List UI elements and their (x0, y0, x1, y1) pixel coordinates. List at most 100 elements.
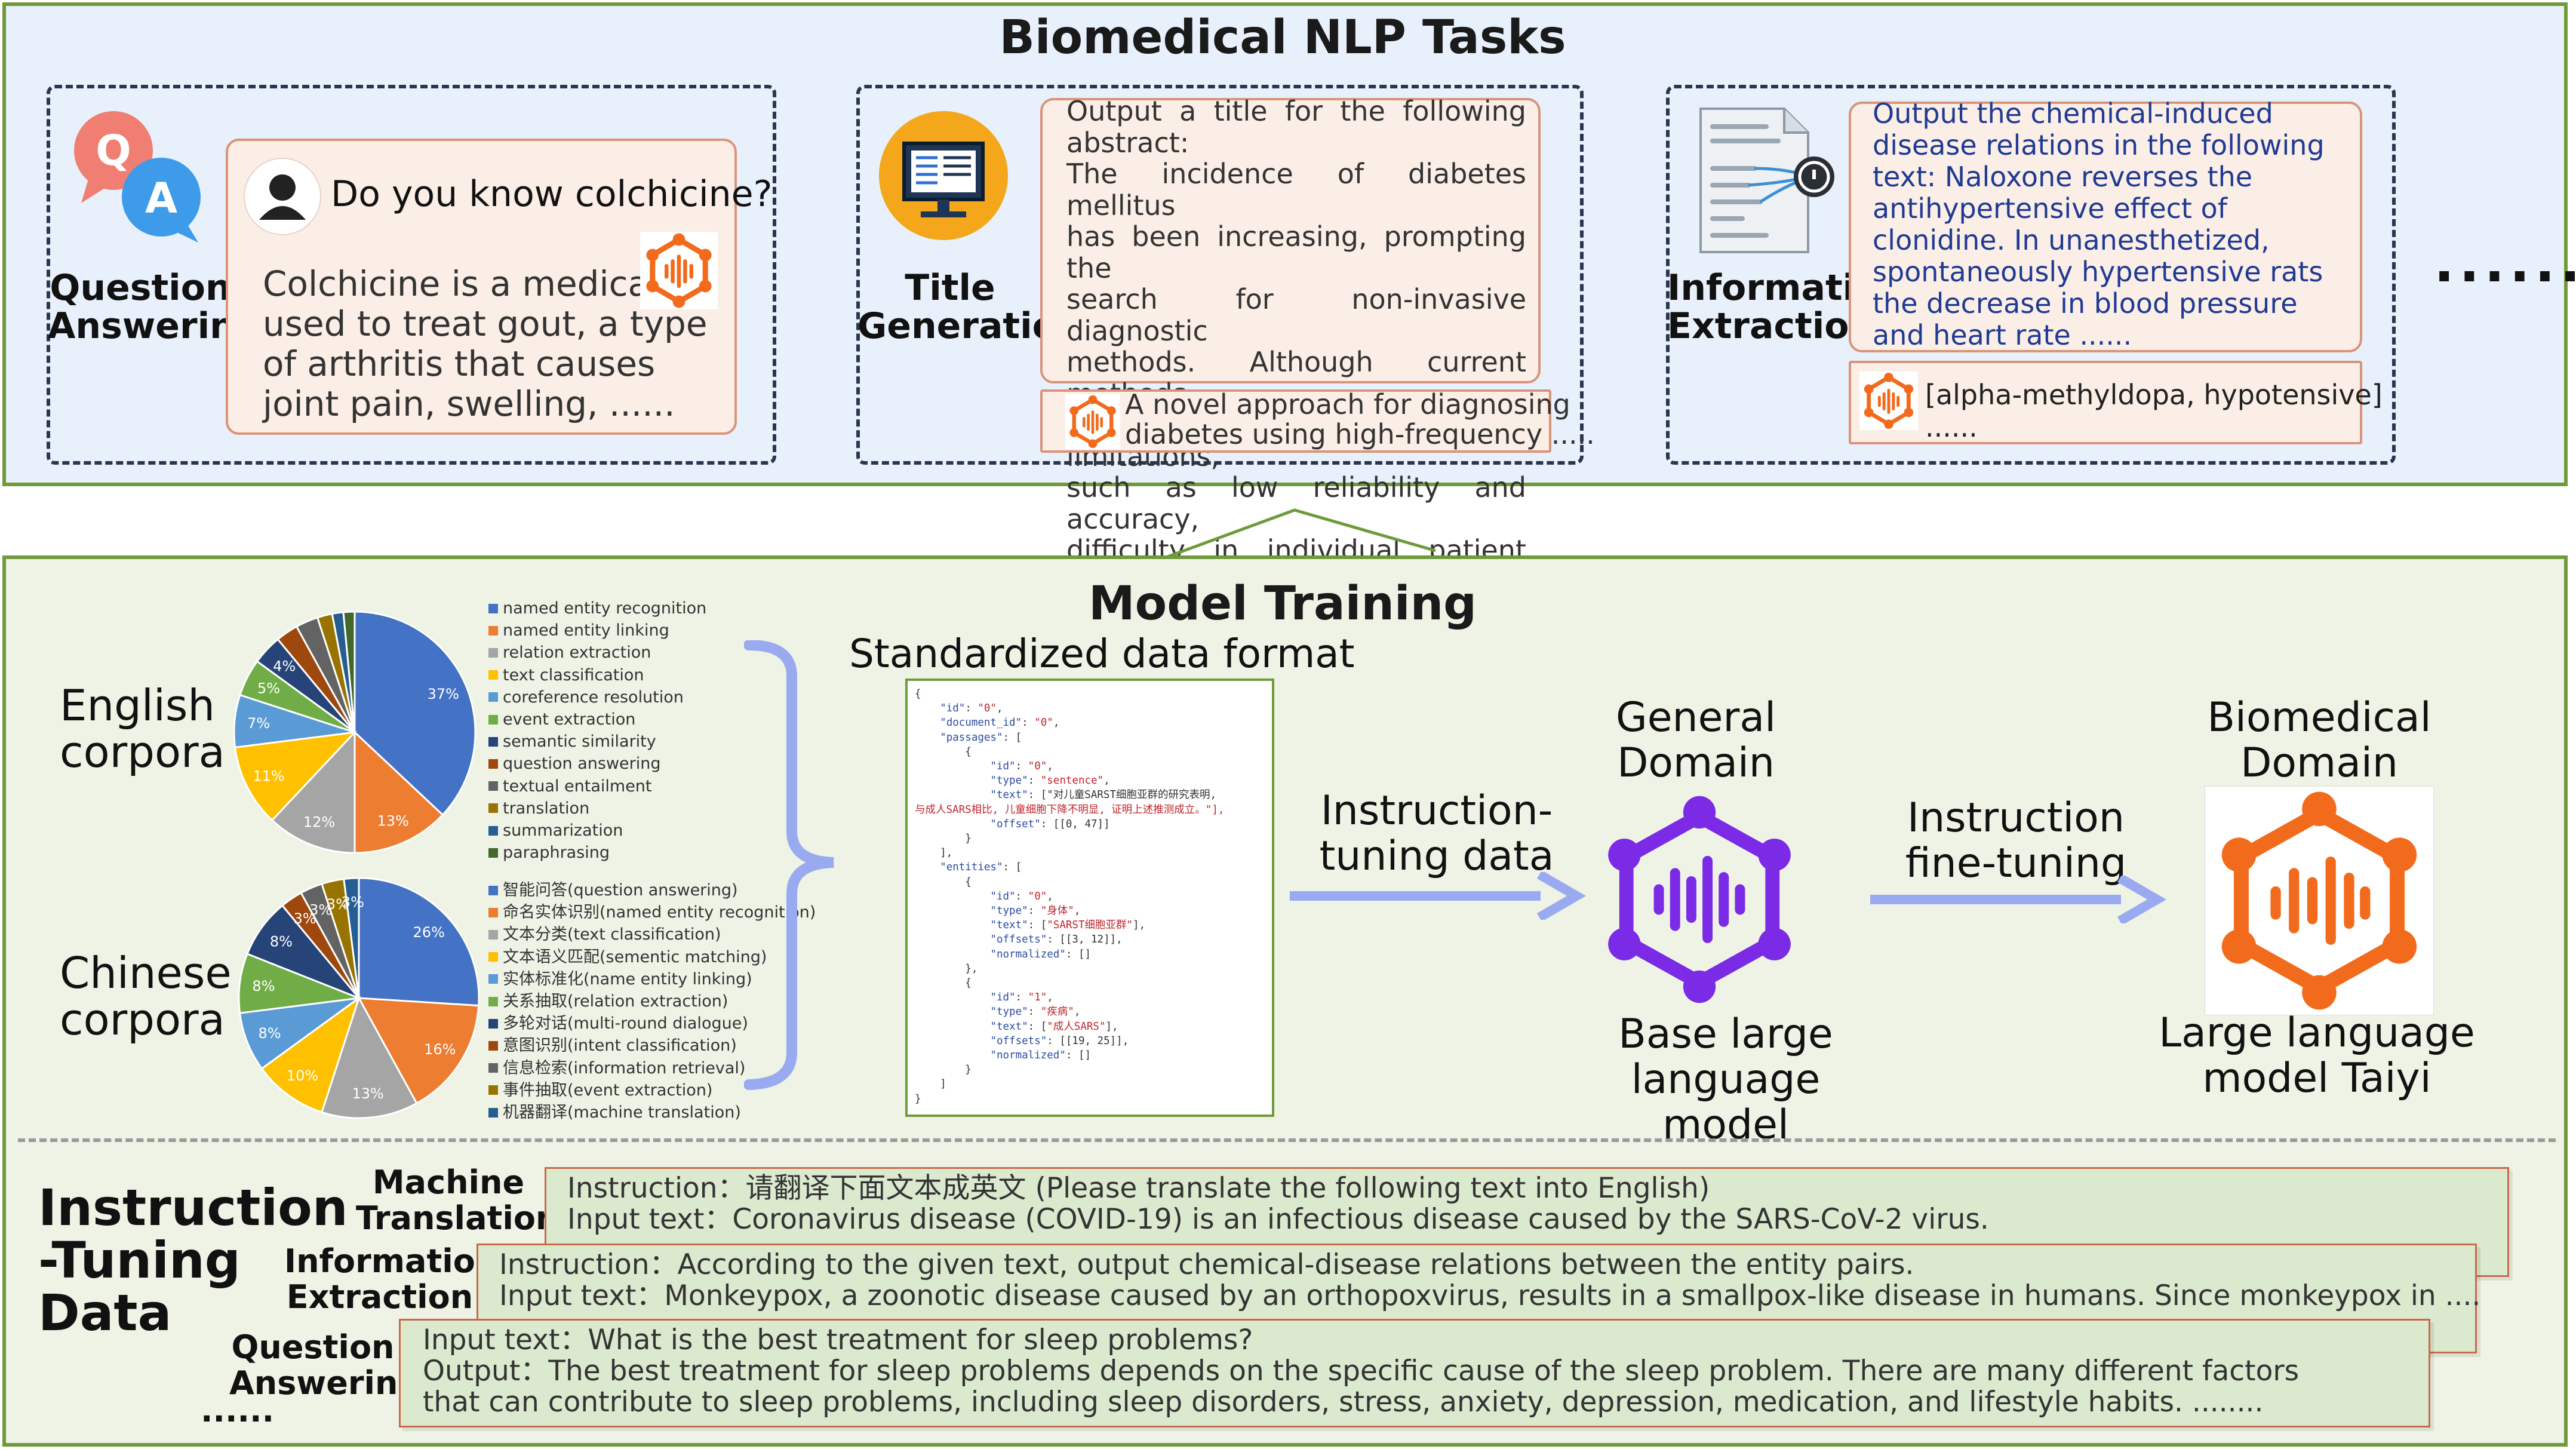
legend-swatch (488, 1085, 498, 1095)
legend-label: question answering (503, 754, 661, 773)
chinese-pie-legend-item: 文本语义匹配(sementic matching) (488, 946, 816, 968)
ie-input-line: Input text：Monkeypox, a zoonotic disease… (499, 1279, 2481, 1312)
chinese-pie-slice-label-10: 3% (342, 894, 364, 911)
information-extraction-task-box (1666, 85, 2396, 465)
json-line: } (915, 1064, 972, 1076)
json-line: { (915, 745, 972, 758)
json-line: "text": ["成人SARS"], (990, 1020, 1118, 1033)
english-pie-legend-item: textual entailment (488, 775, 706, 797)
chinese-pie-slice-label-6: 8% (270, 933, 293, 950)
json-line: "id": "0", (990, 760, 1053, 773)
json-line: } (915, 1092, 921, 1105)
english-pie-slice-2 (270, 730, 356, 854)
chinese-pie-legend-item: 多轮对话(multi-round dialogue) (488, 1012, 816, 1034)
json-line: 与成人SARS相比, 儿童细胞下降不明显, 证明上述推测成立。"], (915, 803, 1225, 816)
english-pie-slice-label-6: 4% (273, 658, 296, 674)
json-line: }, (915, 962, 978, 975)
standardized-format-label: Standardized data format (849, 631, 1355, 677)
legend-swatch (488, 803, 498, 813)
legend-label: semantic similarity (503, 732, 656, 751)
qa-question-text: Do you know colchicine? (331, 173, 773, 215)
legend-label: translation (503, 799, 590, 818)
qa-bubbles-icon: Q A (74, 111, 201, 242)
chinese-pie-slice-4 (238, 997, 359, 1070)
legend-label: event extraction (503, 710, 636, 729)
english-pie-slice-label-1: 13% (377, 812, 409, 829)
english-pie-legend-item: semantic similarity (488, 730, 706, 753)
legend-swatch (488, 714, 498, 724)
taiyi-logo-icon (1065, 394, 1120, 449)
ie-output-card (1849, 361, 2362, 444)
json-line: "passages": [ (940, 731, 1022, 744)
english-pie-slice-label-5: 5% (257, 680, 280, 697)
more-tasks-ellipsis: ...... (2434, 232, 2576, 294)
ie-output-text: [alpha-methyldopa, hypotensive]...... (1925, 379, 2383, 443)
legend-label: named entity linking (503, 621, 669, 640)
legend-label: summarization (503, 821, 623, 840)
english-pie-legend-item: named entity recognition (488, 597, 706, 619)
chinese-pie-slice-label-3: 10% (287, 1067, 318, 1084)
chinese-pie-legend-item: 意图识别(intent classification) (488, 1034, 816, 1057)
json-line: "id": "1", (990, 991, 1053, 1004)
monitor-icon (879, 111, 1008, 240)
taiyi-logo-icon (1859, 372, 1918, 430)
legend-label: named entity recognition (503, 599, 707, 618)
qa-input-line: Input text：What is the best treatment fo… (423, 1324, 1253, 1356)
legend-label: 文本分类(text classification) (503, 925, 721, 944)
chinese-pie-legend-item: 机器翻译(machine translation) (488, 1101, 816, 1123)
legend-swatch (488, 1041, 498, 1051)
legend-swatch (488, 759, 498, 769)
legend-swatch (488, 848, 498, 858)
english-pie-legend-item: text classification (488, 664, 706, 686)
json-line: "offset": [[0, 47]] (990, 818, 1110, 830)
standardized-json-sample: { "id": "0", "document_id": "0", "passag… (905, 679, 1274, 1117)
english-pie-slice-label-3: 11% (253, 768, 284, 784)
mt-instruction-line: Instruction：请翻译下面文本成英文 (Please translate… (567, 1172, 1710, 1205)
legend-label: 信息检索(information retrieval) (503, 1058, 746, 1077)
qa-example-card (399, 1319, 2430, 1427)
legend-label: textual entailment (503, 776, 652, 796)
panel-title-tasks: Biomedical NLP Tasks (999, 11, 1566, 65)
english-pie-slice-3 (233, 730, 357, 822)
chinese-pie-slice-5 (238, 953, 359, 1014)
chinese-pie-legend-item: 关系抽取(relation extraction) (488, 990, 816, 1012)
legend-swatch (488, 603, 498, 613)
json-line: "type": "身体", (990, 905, 1081, 917)
tg-output-card (1040, 389, 1551, 453)
legend-swatch (488, 930, 498, 940)
title-generation-task-box (856, 85, 1584, 465)
instruction-tuning-data-label: Instruction-tuning data (1319, 787, 1554, 880)
legend-swatch (488, 1107, 498, 1118)
chinese-pie-legend-item: 实体标准化(name entity linking) (488, 968, 816, 990)
legend-label: 多轮对话(multi-round dialogue) (503, 1014, 748, 1033)
chinese-pie-slice-label-1: 16% (424, 1041, 456, 1058)
json-line: "type": "疾病", (990, 1006, 1081, 1018)
chinese-pie-legend-item: 智能问答(question answering) (488, 879, 816, 901)
svg-text:Q: Q (96, 126, 131, 175)
taiyi-large-logo-icon (2205, 786, 2434, 1015)
legend-swatch (488, 781, 498, 791)
chinese-pie-legend: 智能问答(question answering)命名实体识别(named ent… (488, 879, 816, 1123)
legend-label: coreference resolution (503, 687, 684, 707)
legend-swatch (488, 648, 498, 658)
chinese-pie-slice-label-5: 8% (252, 978, 275, 994)
legend-swatch (488, 670, 498, 680)
json-line: { (915, 688, 921, 700)
json-line: "id": "0", (990, 890, 1053, 902)
legend-label: 意图识别(intent classification) (503, 1036, 737, 1055)
chinese-pie-slice-label-2: 13% (352, 1085, 383, 1102)
ie-prompt-card (1849, 102, 2362, 352)
user-avatar-icon (244, 158, 321, 235)
legend-swatch (488, 885, 498, 895)
json-line: "entities": [ (940, 861, 1022, 874)
legend-label: 文本语义匹配(sementic matching) (503, 947, 767, 966)
